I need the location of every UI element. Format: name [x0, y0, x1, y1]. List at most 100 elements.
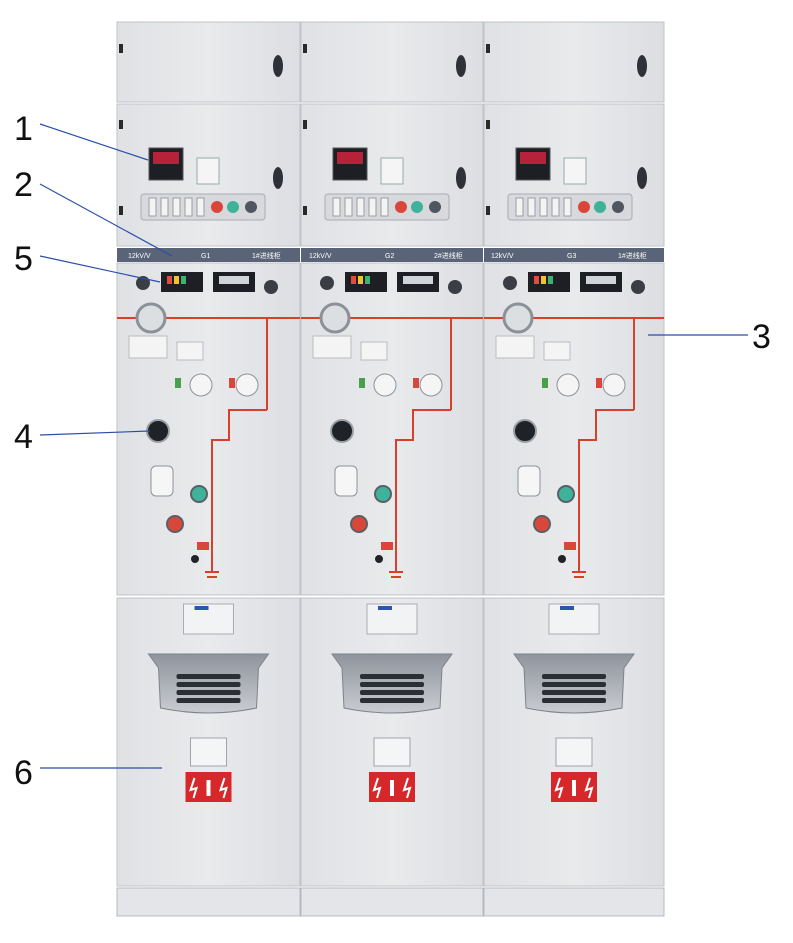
nameplate-logo-1 — [194, 606, 209, 610]
terminal-3-2 — [539, 197, 548, 217]
mimic-feeder-line-1 — [211, 409, 267, 572]
rotary-switch-a-1 — [189, 373, 213, 397]
button-green-1 — [190, 485, 208, 503]
meter-display-3 — [520, 152, 546, 164]
warning-person-1 — [206, 780, 211, 796]
terminal-3-0 — [515, 197, 524, 217]
info-plate-a-1 — [128, 335, 168, 359]
rotary-switch-b-1 — [235, 373, 259, 397]
base-plinth-3 — [483, 887, 665, 917]
indicator-green-3 — [594, 201, 606, 213]
panel-1-feeder: 1#进线柜 — [252, 253, 281, 260]
lightning-icon-right-3 — [584, 777, 594, 799]
key-switch-left-2 — [320, 276, 334, 290]
callout-line-1 — [39, 123, 149, 161]
vent-slot-3-3 — [542, 698, 606, 703]
door-handle-top-1 — [273, 55, 283, 77]
lightning-icon-right-1 — [218, 777, 229, 799]
terminal-2-3 — [368, 197, 377, 217]
display-screen-b-3 — [586, 276, 616, 284]
top-door-3 — [483, 21, 665, 103]
vent-slot-3-1 — [542, 682, 606, 687]
callout-number-4: 4 — [14, 418, 33, 456]
button-red-3 — [533, 515, 551, 533]
callout-line-5 — [39, 255, 161, 283]
status-tag-green-1 — [175, 378, 181, 388]
door-handle-bottom-3 — [555, 737, 593, 767]
terminal-2-2 — [356, 197, 365, 217]
vent-slot-2-1 — [360, 682, 424, 687]
led-a2-1 — [174, 276, 179, 284]
terminal-1-2 — [172, 197, 181, 217]
indicator-dot-2 — [375, 555, 383, 563]
cabinet-column-2 — [300, 21, 484, 917]
top-door-1 — [116, 21, 301, 103]
meter-aux-3 — [563, 157, 587, 185]
vent-slot-3-2 — [542, 690, 606, 695]
viewing-window-1 — [135, 302, 167, 334]
warning-tag-small-2 — [381, 542, 393, 550]
indicator-dot-1 — [191, 555, 199, 563]
info-plate-b-1 — [176, 341, 204, 361]
hinge-mid-b-2 — [303, 206, 307, 215]
terminal-3-1 — [527, 197, 536, 217]
led-a1-2 — [351, 276, 356, 284]
led-a3-3 — [548, 276, 553, 284]
info-plate-a-3 — [495, 335, 535, 359]
indicator-red-3 — [578, 201, 590, 213]
warning-tag-small-3 — [564, 542, 576, 550]
key-switch-right-1 — [264, 280, 278, 294]
base-plinth-2 — [300, 887, 484, 917]
cabinet-column-1 — [116, 21, 301, 917]
terminal-1-0 — [148, 197, 157, 217]
lightning-icon-right-2 — [402, 777, 412, 799]
hinge-mid-3 — [486, 120, 490, 129]
button-red-1 — [166, 515, 184, 533]
callout-line-2 — [39, 183, 173, 257]
info-plate-b-3 — [543, 341, 571, 361]
led-a1-1 — [167, 276, 172, 284]
lightning-icon-left-2 — [372, 777, 382, 799]
key-switch-right-2 — [448, 280, 462, 294]
display-screen-b-1 — [219, 276, 249, 284]
indicator-red-2 — [395, 201, 407, 213]
indicator-dark-3 — [612, 201, 624, 213]
vent-slot-1-3 — [176, 698, 241, 703]
door-handle-mid-1 — [273, 167, 283, 189]
hinge-top-3 — [486, 44, 490, 53]
button-green-2 — [374, 485, 392, 503]
terminal-3-4 — [563, 197, 572, 217]
vent-slot-1-2 — [176, 690, 241, 695]
meter-display-1 — [153, 152, 179, 164]
callout-number-5: 5 — [14, 240, 33, 278]
vent-slot-2-3 — [360, 698, 424, 703]
display-screen-b-2 — [403, 276, 433, 284]
warning-tag-small-1 — [197, 542, 209, 550]
meter-aux-1 — [196, 157, 220, 185]
mimic-feeder-line-3 — [578, 409, 634, 572]
rotary-switch-b-2 — [419, 373, 443, 397]
vent-slot-3-0 — [542, 674, 606, 679]
status-tag-green-3 — [542, 378, 548, 388]
lever-socket-3 — [517, 465, 541, 497]
terminal-2-4 — [380, 197, 389, 217]
lever-socket-1 — [150, 465, 174, 497]
door-handle-mid-2 — [456, 167, 466, 189]
door-handle-top-2 — [456, 55, 466, 77]
panel-2-voltage: 12kV/V — [309, 253, 332, 260]
terminal-1-3 — [184, 197, 193, 217]
led-a1-3 — [534, 276, 539, 284]
status-tag-green-2 — [359, 378, 365, 388]
hinge-mid-b-1 — [119, 206, 123, 215]
meter-display-2 — [337, 152, 363, 164]
warning-person-3 — [572, 780, 576, 796]
callout-number-6: 6 — [14, 754, 33, 792]
indicator-dark-2 — [429, 201, 441, 213]
panel-2-feeder: 2#进线柜 — [434, 253, 463, 260]
vent-slot-2-0 — [360, 674, 424, 679]
panel-3-voltage: 12kV/V — [491, 253, 514, 260]
vent-slot-2-2 — [360, 690, 424, 695]
callout-number-1: 1 — [14, 110, 33, 148]
